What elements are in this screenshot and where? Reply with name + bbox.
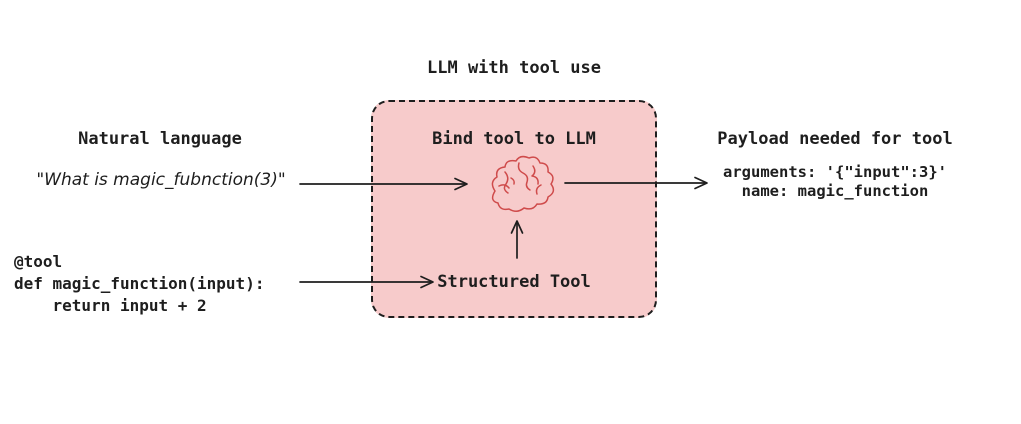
diagram-title: LLM with tool use bbox=[427, 58, 601, 78]
code-line-return: return input + 2 bbox=[14, 296, 207, 315]
payload-text: arguments: '{"input":3}' name: magic_fun… bbox=[700, 163, 970, 201]
code-line-decorator: @tool bbox=[14, 252, 63, 271]
bind-tool-box: Bind tool to LLM Structured Tool bbox=[371, 100, 657, 318]
payload-line-name: name: magic_function bbox=[741, 182, 929, 200]
natural-language-heading: Natural language bbox=[78, 129, 242, 149]
structured-tool-label: Structured Tool bbox=[437, 272, 591, 292]
natural-language-quote: "What is magic_fubnction(3)" bbox=[36, 170, 286, 190]
payload-line-arguments: arguments: '{"input":3}' bbox=[723, 163, 947, 181]
tool-code-block: @tool def magic_function(input): return … bbox=[14, 251, 264, 317]
payload-heading: Payload needed for tool bbox=[717, 129, 953, 149]
bind-box-heading: Bind tool to LLM bbox=[432, 129, 596, 149]
code-line-def: def magic_function(input): bbox=[14, 274, 265, 293]
